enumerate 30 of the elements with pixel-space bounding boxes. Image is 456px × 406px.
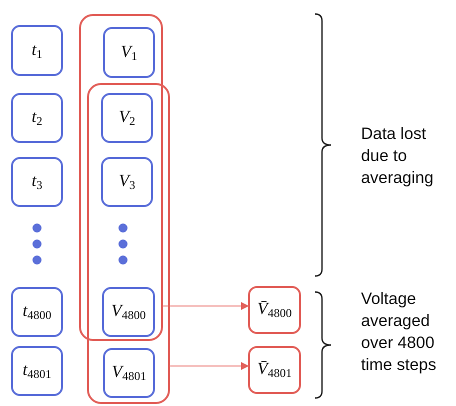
- value-box: [11, 25, 63, 76]
- math-label: V$_{4801}$: [112, 362, 146, 384]
- math-label: V̄$_{4800}$: [257, 299, 292, 321]
- value-box: [103, 348, 155, 398]
- arrow: [170, 362, 249, 370]
- averaged-value-box: [248, 346, 301, 394]
- value-box: [11, 93, 63, 143]
- math-label: t$_{1}$: [32, 40, 42, 62]
- value-box: [103, 27, 155, 78]
- math-label: t$_{4800}$: [22, 301, 52, 323]
- math-label: t$_{3}$: [32, 171, 42, 193]
- value-box: [102, 287, 155, 337]
- value-box: [11, 287, 63, 337]
- math-label: V$_{4800}$: [111, 301, 146, 323]
- math-label: V$_{1}$: [120, 42, 138, 64]
- averaged-value-box: [248, 286, 301, 334]
- math-label: V$_{3}$: [118, 171, 136, 193]
- annotation-text: Data lost due to averaging: [361, 124, 434, 189]
- value-box: [101, 157, 153, 207]
- math-label: t$_{2}$: [32, 107, 42, 129]
- value-box: [101, 93, 153, 143]
- value-box: [11, 346, 63, 396]
- math-label: t$_{4801}$: [22, 360, 52, 382]
- group-outline: [79, 14, 163, 341]
- group-outline: [87, 83, 170, 404]
- arrow: [163, 302, 249, 310]
- value-box: [11, 157, 63, 207]
- math-label: V̄$_{4801}$: [257, 359, 292, 381]
- math-label: V$_{2}$: [118, 107, 136, 129]
- annotation-text: Voltage averaged over 4800 time steps: [361, 289, 438, 376]
